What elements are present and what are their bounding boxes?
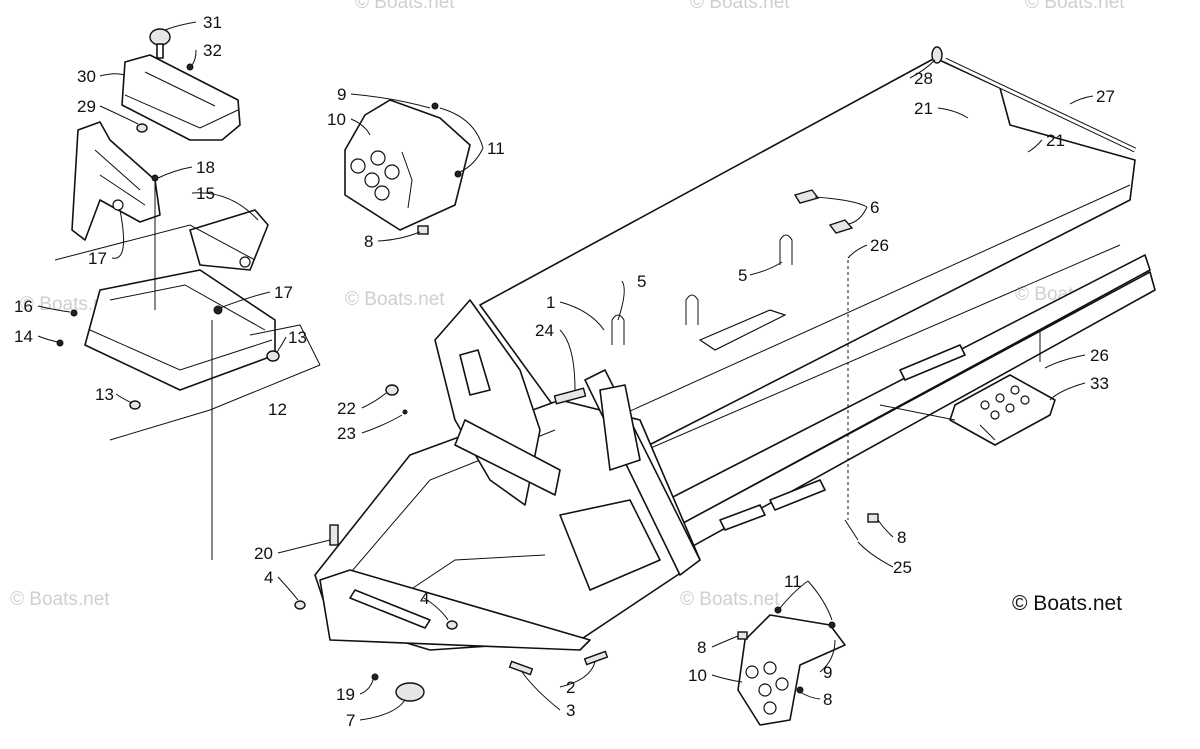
callout-26: 26 [870, 236, 889, 255]
callout-9: 9 [337, 85, 346, 104]
callout-24: 24 [535, 321, 554, 340]
watermark: © Boats.net [345, 289, 445, 310]
callout-10: 10 [688, 666, 707, 685]
callout-20: 20 [254, 544, 273, 563]
callout-6: 6 [870, 198, 879, 217]
callout-32: 32 [203, 41, 222, 60]
callout-26: 26 [1090, 346, 1109, 365]
callout-15: 15 [196, 184, 215, 203]
callout-9: 9 [823, 663, 832, 682]
watermark: © Boats.net [690, 0, 790, 13]
callout-14: 14 [14, 327, 33, 346]
callout-27: 27 [1096, 87, 1115, 106]
callout-8: 8 [364, 232, 373, 251]
copyright-notice: © Boats.net [1012, 592, 1122, 615]
callout-7: 7 [346, 711, 355, 730]
vent-bracket-top [344, 99, 471, 235]
callout-labels: 31 32 30 29 18 15 17 17 16 14 13 13 12 9… [14, 13, 1115, 730]
callout-28: 28 [914, 69, 933, 88]
callout-3: 3 [566, 701, 575, 720]
callout-29: 29 [77, 97, 96, 116]
callout-16: 16 [14, 297, 33, 316]
callout-13: 13 [95, 385, 114, 404]
callout-17: 17 [88, 249, 107, 268]
callout-25: 25 [893, 558, 912, 577]
callout-10: 10 [327, 110, 346, 129]
watermark: © Boats.net [1025, 0, 1125, 13]
callout-30: 30 [77, 67, 96, 86]
callout-4: 4 [264, 568, 273, 587]
callout-13: 13 [288, 328, 307, 347]
callout-17: 17 [274, 283, 293, 302]
callout-5: 5 [738, 266, 747, 285]
callout-19: 19 [336, 685, 355, 704]
callout-8: 8 [823, 690, 832, 709]
callout-8: 8 [897, 528, 906, 547]
callout-23: 23 [337, 424, 356, 443]
callout-33: 33 [1090, 374, 1109, 393]
steering-support-assembly [54, 28, 321, 560]
callout-1: 1 [546, 293, 555, 312]
chassis-tunnel [294, 46, 1156, 702]
callout-11: 11 [487, 139, 505, 158]
callout-2: 2 [566, 678, 575, 697]
callout-22: 22 [337, 399, 356, 418]
callout-18: 18 [196, 158, 215, 177]
callout-8: 8 [697, 638, 706, 657]
vent-bracket-bottom [737, 606, 846, 726]
leader-lines [37, 21, 1094, 721]
callout-31: 31 [203, 13, 222, 32]
callout-5: 5 [637, 272, 646, 291]
callout-11: 11 [784, 572, 802, 591]
callout-21: 21 [1046, 131, 1065, 150]
watermark: © Boats.net [355, 0, 455, 13]
watermark: © Boats.net [680, 589, 780, 610]
watermark: © Boats.net [10, 589, 110, 610]
callout-12: 12 [268, 400, 287, 419]
callout-21: 21 [914, 99, 933, 118]
callout-4: 4 [420, 589, 429, 608]
